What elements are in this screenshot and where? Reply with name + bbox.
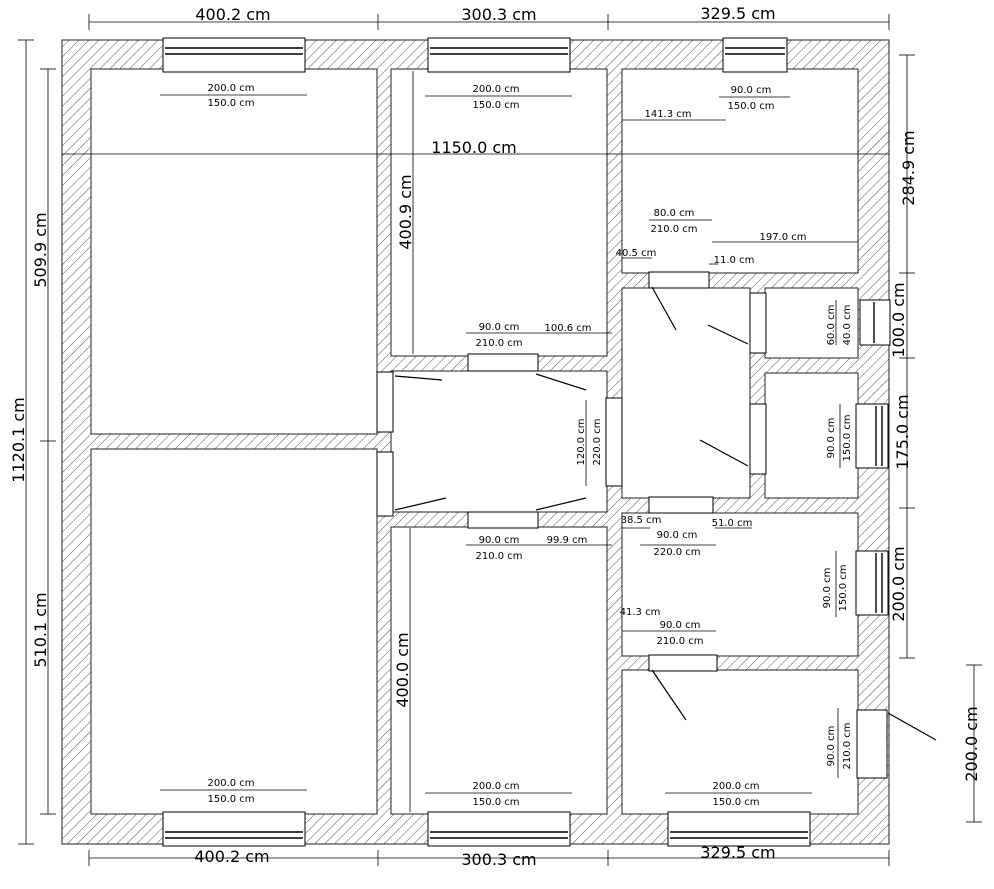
dim-left-lower: 510.1 cm <box>31 592 50 667</box>
dim-door-r3-a: 80.0 cm <box>654 208 695 219</box>
dim-405: 40.5 cm <box>616 248 657 259</box>
dim-door-hb-a: 90.0 cm <box>479 535 520 546</box>
room-right-lower[interactable] <box>621 669 859 815</box>
room-left-lower[interactable] <box>90 448 378 815</box>
dim-win-r10-a: 90.0 cm <box>822 568 833 609</box>
dim-door-r11-a: 90.0 cm <box>660 620 701 631</box>
room-corridor[interactable] <box>621 287 751 499</box>
dim-right-4: 200.0 cm <box>889 546 908 621</box>
dim-overall-width: 1150.0 cm <box>431 138 516 157</box>
dim-small-win-a: 60.0 cm <box>826 305 837 346</box>
dim-win-tm-b: 150.0 cm <box>472 100 519 111</box>
room-right-mid[interactable] <box>621 512 859 657</box>
window-right-r9 <box>855 403 889 469</box>
room-small-lower[interactable] <box>764 372 859 499</box>
door-hall-right[interactable] <box>605 397 623 487</box>
dim-win-tl-a: 200.0 cm <box>207 83 254 94</box>
door-hall-bottom[interactable] <box>467 511 539 529</box>
dim-1006: 100.6 cm <box>544 323 591 334</box>
room-small-upper[interactable] <box>764 287 859 359</box>
dim-197: 197.0 cm <box>759 232 806 243</box>
dim-far-right: 200.0 cm <box>962 706 981 781</box>
dim-141: 141.3 cm <box>644 109 691 120</box>
door-r7-bottom[interactable] <box>648 496 714 514</box>
inner-dims-vertical: 400.9 cm 400.0 cm 120.0 cm 220.0 cm 60.0… <box>393 71 853 812</box>
dim-999: 99.9 cm <box>547 535 588 546</box>
dim-bottom-2: 300.3 cm <box>461 850 536 869</box>
window-right-r10 <box>855 550 889 616</box>
room-mid-lower[interactable] <box>390 526 608 815</box>
dim-win-tr-a: 90.0 cm <box>731 85 772 96</box>
dim-bottom-1: 400.2 cm <box>194 847 269 866</box>
dim-win-r10-b: 150.0 cm <box>838 564 849 611</box>
door-hall-left-upper[interactable] <box>376 371 394 433</box>
door-swing-leaves <box>394 286 937 741</box>
dim-door-hb-b: 210.0 cm <box>475 551 522 562</box>
dim-left-total: 1120.1 cm <box>9 397 28 482</box>
dim-bottom-3: 329.5 cm <box>700 843 775 862</box>
dimension-right: 284.9 cm 100.0 cm 175.0 cm 200.0 cm 200.… <box>889 54 982 823</box>
inner-dims-horizontal: 200.0 cm 150.0 cm 200.0 cm 150.0 cm 90.0… <box>160 83 858 808</box>
dim-door-r7-a: 90.0 cm <box>657 530 698 541</box>
dimension-overall: 1150.0 cm <box>62 138 889 157</box>
door-r3[interactable] <box>648 271 710 289</box>
dim-top-1: 400.2 cm <box>195 5 270 24</box>
dim-win-bl-b: 150.0 cm <box>207 794 254 805</box>
room-left-upper[interactable] <box>90 68 378 435</box>
dim-door-r3-b: 210.0 cm <box>650 224 697 235</box>
door-small-lower[interactable] <box>749 403 767 475</box>
window-top-left <box>162 37 306 73</box>
dim-win-br-a: 200.0 cm <box>712 781 759 792</box>
dim-win-tl-b: 150.0 cm <box>207 98 254 109</box>
dim-right-3: 175.0 cm <box>893 394 912 469</box>
dim-left-upper: 509.9 cm <box>31 212 50 287</box>
dim-385: 38.5 cm <box>621 515 662 526</box>
dim-510: 51.0 cm <box>712 518 753 529</box>
dim-win-br-b: 150.0 cm <box>712 797 759 808</box>
dim-door-r7-b: 220.0 cm <box>653 547 700 558</box>
dim-door-ht-a: 90.0 cm <box>479 322 520 333</box>
window-bottom-mid <box>427 811 571 847</box>
dim-r2-height: 400.9 cm <box>396 174 415 249</box>
dim-r5-height: 400.0 cm <box>393 632 412 707</box>
dim-right-2: 100.0 cm <box>889 282 908 357</box>
dim-door-ext-b: 210.0 cm <box>842 722 853 769</box>
door-r11[interactable] <box>648 654 718 672</box>
dim-win-bm-b: 150.0 cm <box>472 797 519 808</box>
dim-door-ext-a: 90.0 cm <box>826 726 837 767</box>
window-right-small <box>859 299 891 346</box>
door-exterior[interactable] <box>856 709 888 779</box>
door-small-upper[interactable] <box>749 292 767 354</box>
dim-win-r9-b: 150.0 cm <box>842 414 853 461</box>
window-bottom-right <box>667 811 811 847</box>
room-mid-upper[interactable] <box>390 68 608 357</box>
dim-hall-side-b: 220.0 cm <box>592 418 603 465</box>
dimension-left: 1120.1 cm 509.9 cm 510.1 cm <box>9 39 56 845</box>
door-hall-left-lower[interactable] <box>376 451 394 517</box>
dimension-top: 400.2 cm 300.3 cm 329.5 cm <box>88 4 890 30</box>
dim-win-tm-a: 200.0 cm <box>472 84 519 95</box>
room-right-upper[interactable] <box>621 68 859 274</box>
dim-win-r9-a: 90.0 cm <box>826 418 837 459</box>
dim-win-bl-a: 200.0 cm <box>207 778 254 789</box>
window-top-right <box>722 37 788 73</box>
dim-top-3: 329.5 cm <box>700 4 775 23</box>
window-bottom-left <box>162 811 306 847</box>
dim-door-r11-b: 210.0 cm <box>656 636 703 647</box>
dim-win-tr-b: 150.0 cm <box>727 101 774 112</box>
dim-hall-side-a: 120.0 cm <box>576 418 587 465</box>
dim-win-bm-a: 200.0 cm <box>472 781 519 792</box>
dim-door-ht-b: 210.0 cm <box>475 338 522 349</box>
dim-small-win-b: 40.0 cm <box>842 305 853 346</box>
dim-top-2: 300.3 cm <box>461 5 536 24</box>
window-top-mid <box>427 37 571 73</box>
dim-413: 41.3 cm <box>620 607 661 618</box>
dimension-bottom: 400.2 cm 300.3 cm 329.5 cm <box>88 843 890 869</box>
room-hall[interactable] <box>390 370 608 513</box>
door-hall-top[interactable] <box>467 353 539 372</box>
dim-110: 11.0 cm <box>714 255 755 266</box>
dim-right-1: 284.9 cm <box>899 130 918 205</box>
